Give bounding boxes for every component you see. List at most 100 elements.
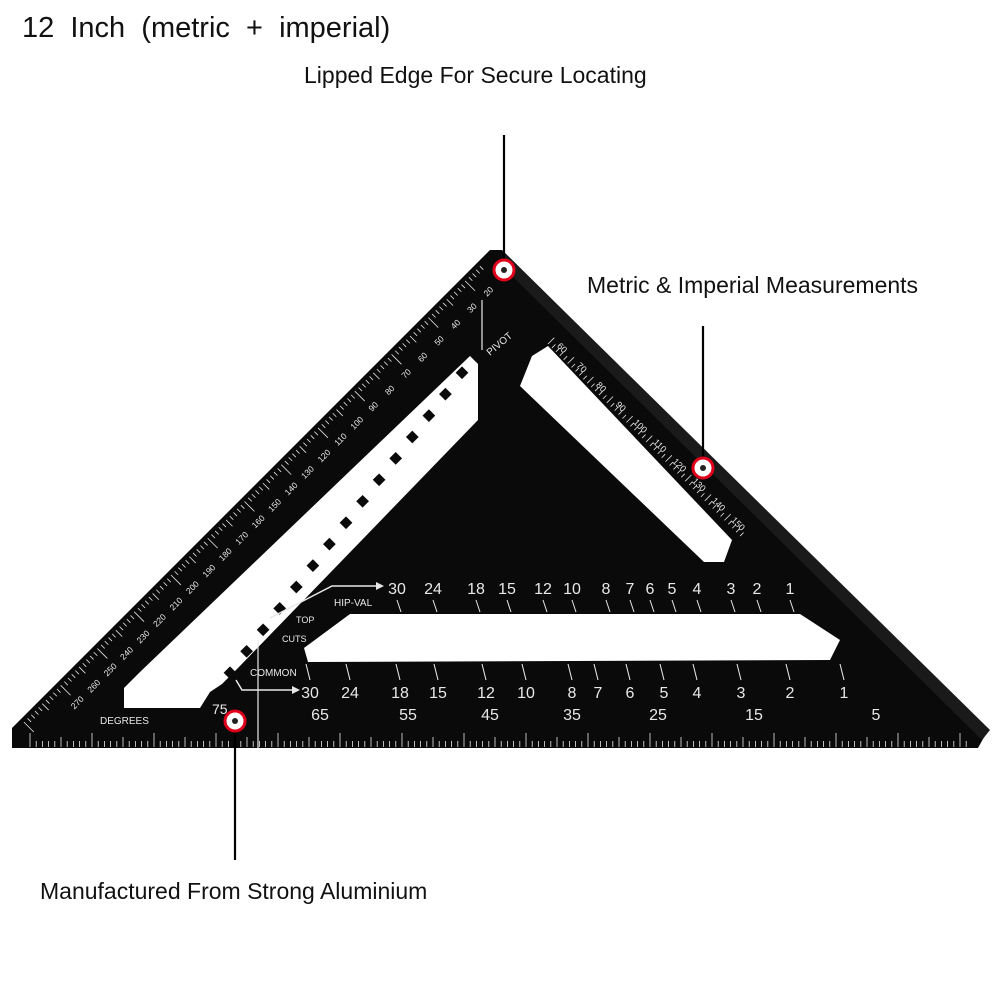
left-ruler-tick — [336, 409, 344, 417]
left-ruler-tick — [30, 714, 36, 719]
left-ruler-tick — [247, 497, 253, 502]
left-ruler-tick — [225, 519, 233, 527]
right-scale-tick — [618, 410, 623, 415]
callout-material: Manufactured From Strong Aluminium — [40, 878, 428, 904]
common-arrow-line — [235, 679, 294, 691]
bottom-ruler-ticks — [29, 733, 967, 747]
serration-notch — [389, 452, 403, 465]
left-ruler-tick — [155, 589, 161, 594]
left-ruler-tick — [468, 276, 473, 282]
left-ruler-tick — [67, 677, 72, 682]
left-ruler-tick — [133, 611, 145, 622]
hip-val-number: 4 — [693, 581, 702, 598]
right-scale-tick — [555, 348, 560, 353]
hip-val-number: 2 — [753, 581, 762, 598]
left-ruler-tick — [255, 490, 260, 495]
left-ruler-tick — [281, 464, 292, 475]
left-ruler-tick — [178, 567, 183, 572]
right-scale-tick — [586, 376, 594, 384]
left-ruler-tick — [453, 291, 458, 296]
right-scale-tick — [606, 396, 614, 404]
common-tick — [625, 663, 631, 681]
hip-val-number: 30 — [388, 581, 406, 598]
right-scale-tick — [630, 422, 635, 427]
right-scale-tick — [688, 481, 693, 486]
bottom-window — [304, 614, 840, 662]
left-ruler-tick — [262, 482, 270, 490]
hip-val-tick — [789, 599, 795, 613]
lower-number: 5 — [872, 707, 881, 724]
hip-val-tick — [396, 599, 402, 613]
left-ruler-tick — [277, 468, 282, 473]
left-ruler-tick — [170, 574, 182, 586]
right-scale-tick — [649, 442, 654, 447]
left-ruler-tick — [56, 688, 61, 693]
left-ruler-tick — [266, 479, 271, 484]
left-ruler-tick — [273, 471, 278, 476]
left-ruler-tick — [292, 453, 297, 458]
hip-val-number: 7 — [626, 581, 635, 598]
serration-notch — [455, 366, 469, 380]
common-number: 8 — [568, 685, 577, 702]
left-ruler-tick — [380, 365, 385, 370]
right-scale-tick — [712, 504, 717, 509]
left-ruler-tick — [34, 710, 39, 715]
left-ruler-tick — [148, 596, 153, 601]
common-number: 6 — [626, 685, 635, 702]
common-number: 10 — [517, 685, 535, 702]
left-ruler-tick — [97, 648, 108, 659]
lower-number: 35 — [563, 707, 581, 724]
right-scale-tick — [653, 446, 658, 451]
left-ruler-tick — [435, 309, 440, 315]
left-ruler-tick — [141, 604, 146, 609]
common-tick — [659, 663, 665, 681]
common-number: 7 — [594, 685, 603, 702]
left-ruler-tick — [413, 332, 418, 337]
left-ruler-tick — [229, 515, 234, 521]
common-number: 2 — [786, 685, 795, 702]
left-ruler-tick — [71, 674, 76, 679]
left-ruler-tick — [428, 317, 439, 328]
left-ruler-tick — [303, 442, 308, 447]
left-ruler-tick — [310, 435, 315, 440]
left-ruler-tick — [457, 287, 462, 293]
left-ruler-tick — [424, 321, 429, 326]
callout-measurements: Metric & Imperial Measurements — [587, 272, 919, 298]
common-tick — [567, 663, 573, 681]
top-label: TOP — [296, 615, 314, 625]
right-scale-tick — [614, 406, 619, 411]
left-ruler-tick — [53, 692, 58, 697]
hip-val-tick — [696, 599, 702, 613]
left-ruler-tick — [387, 357, 392, 362]
left-ruler-tick — [442, 302, 447, 307]
right-scale-tick — [590, 383, 595, 388]
left-ruler-tick — [42, 703, 49, 711]
left-ruler-tick — [417, 328, 422, 333]
left-ruler-tick — [347, 398, 352, 403]
left-ruler-ticks — [23, 265, 484, 733]
left-ruler-tick — [27, 718, 32, 723]
serration-notch — [306, 559, 320, 572]
left-ruler-tick — [119, 626, 124, 631]
left-ruler-tick — [406, 339, 411, 344]
left-ruler-tick — [461, 284, 466, 289]
hip-val-tick — [475, 599, 481, 613]
right-scale-tick — [731, 524, 737, 529]
common-tick — [785, 663, 791, 681]
left-ruler-tick — [152, 593, 160, 601]
left-ruler-tick — [189, 556, 197, 564]
hip-val-number: 15 — [498, 581, 516, 598]
left-ruler-tick — [167, 578, 172, 583]
cuts-label: CUTS — [282, 634, 307, 644]
hip-val-tick — [730, 599, 736, 613]
left-ruler-tick — [295, 449, 300, 454]
left-ruler-tick — [137, 607, 142, 612]
left-ruler-tick — [325, 420, 330, 425]
left-ruler-tick — [251, 493, 256, 498]
common-number: 15 — [429, 685, 447, 702]
left-ruler-tick — [196, 549, 201, 554]
right-scale-tick — [700, 493, 705, 498]
left-ruler-tick — [23, 721, 35, 733]
